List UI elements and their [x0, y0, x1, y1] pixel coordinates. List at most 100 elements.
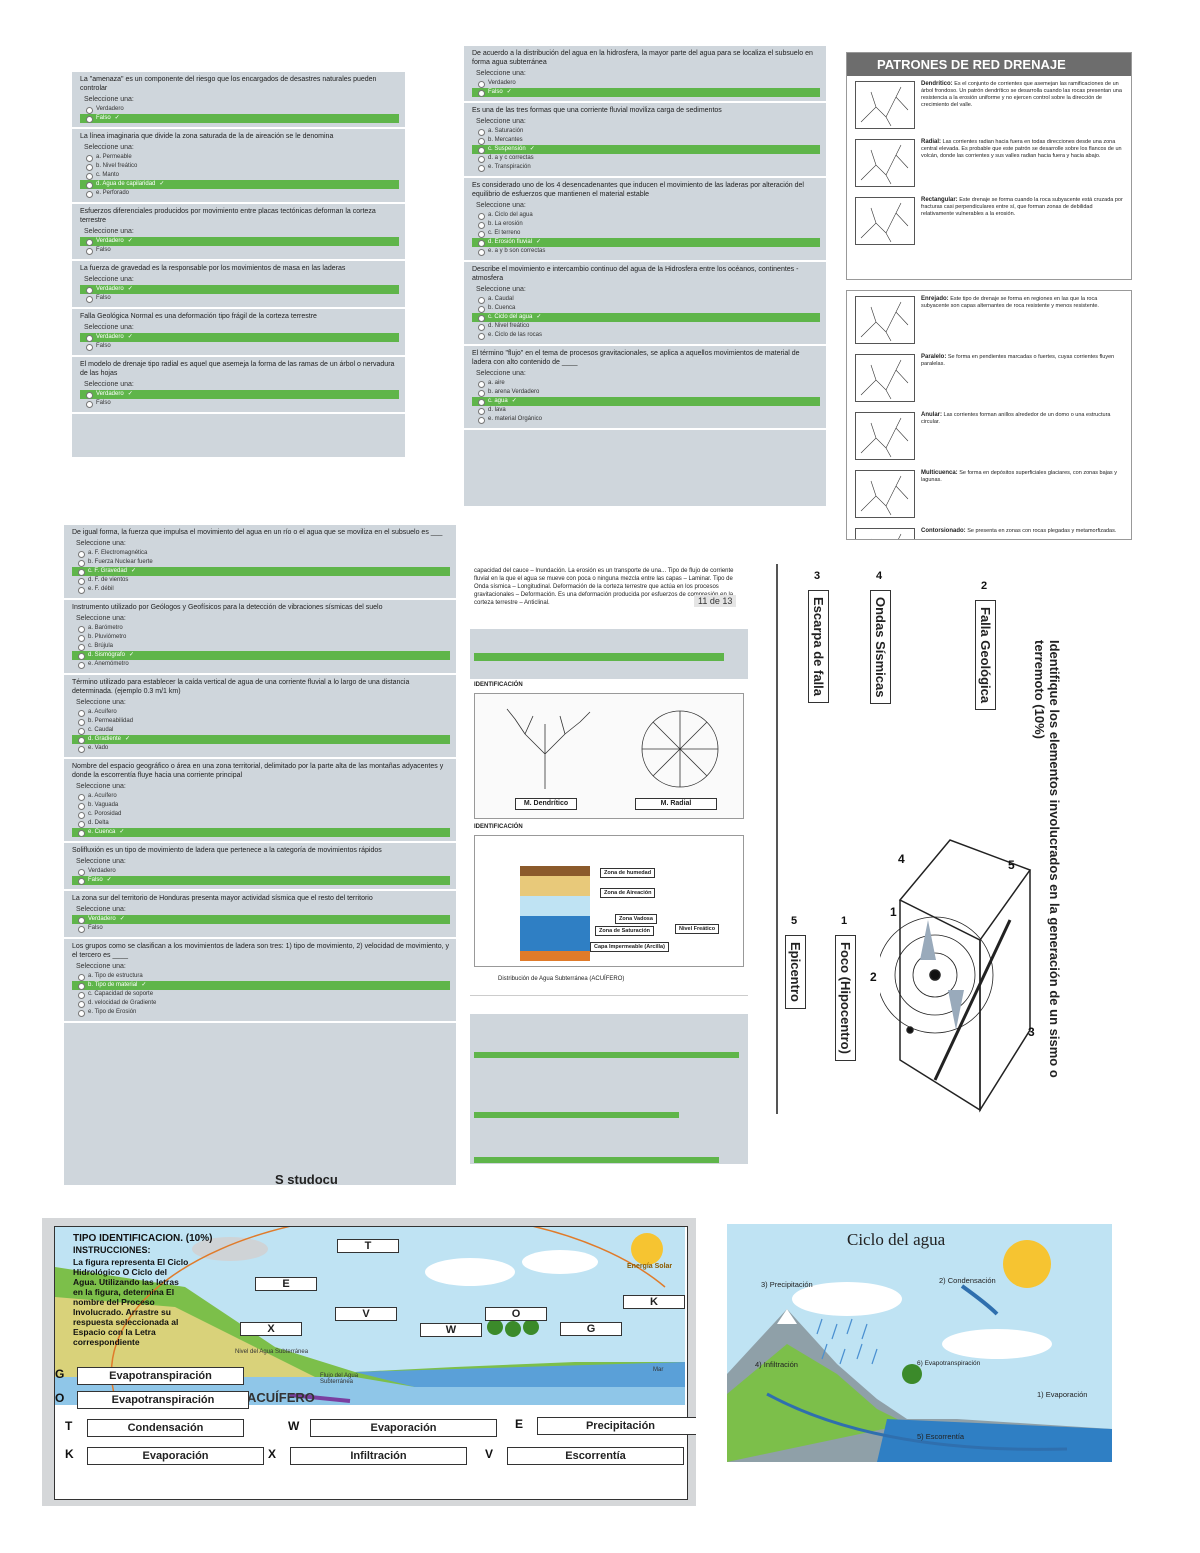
figure-letter-slot[interactable]: V	[335, 1307, 397, 1321]
answer-option[interactable]: c. Capacidad de soporte	[72, 990, 450, 999]
select-one-label: Seleccione una:	[476, 70, 526, 77]
answer-option[interactable]: a. Ciclo del agua	[472, 211, 820, 220]
answer-option-correct[interactable]: Falso	[72, 876, 450, 885]
answer-option-box[interactable]: Evapotranspiración	[77, 1367, 244, 1385]
answer-option[interactable]: Verdadero	[472, 79, 820, 88]
answer-option-correct[interactable]: c. Ciclo del agua	[472, 313, 820, 322]
answer-option[interactable]: c. Manto	[80, 171, 399, 180]
answer-option[interactable]: a. F. Electromagnética	[72, 549, 450, 558]
answer-option[interactable]: c. Porosidad	[72, 810, 450, 819]
answer-option-box[interactable]: Evapotranspiración	[77, 1391, 249, 1409]
answer-option-box[interactable]: Escorrentía	[507, 1447, 684, 1465]
wc-flow: Flujo del Agua Subterránea	[320, 1373, 359, 1385]
answer-option-box[interactable]: Evaporación	[87, 1447, 264, 1465]
answer-letter: V	[485, 1447, 494, 1461]
answer-option[interactable]: d. Delta	[72, 819, 450, 828]
answer-option[interactable]: c. Brújula	[72, 642, 450, 651]
answer-option[interactable]: Falso	[80, 342, 399, 351]
quiz-question: El término "flujo" en el tema de proceso…	[464, 346, 826, 430]
answer-option-correct[interactable]: Falso	[80, 114, 399, 123]
answer-option[interactable]: b. Cuenca	[472, 304, 820, 313]
answer-option[interactable]: b. Nivel freático	[80, 162, 399, 171]
question-text: Es una de las tres formas que una corrie…	[472, 107, 722, 114]
answer-option-correct[interactable]: c. agua	[472, 397, 820, 406]
answer-option[interactable]: a. Saturación	[472, 127, 820, 136]
answer-option-box[interactable]: Condensación	[87, 1419, 244, 1437]
answer-option[interactable]: d. a y c correctas	[472, 154, 820, 163]
answer-option[interactable]: Falso	[80, 246, 399, 255]
figure-letter-slot[interactable]: K	[623, 1295, 685, 1309]
answer-option[interactable]: Verdadero	[80, 105, 399, 114]
diagram-number: 4	[898, 852, 905, 866]
answer-option-box[interactable]: Evaporación	[310, 1419, 497, 1437]
question-text: Falla Geológica Normal es una deformació…	[80, 313, 317, 320]
answer-option-correct[interactable]: Verdadero	[72, 915, 450, 924]
answer-option[interactable]: d. lava	[472, 406, 820, 415]
answer-option-correct[interactable]: d. Sismógrafo	[72, 651, 450, 660]
aquifer-zone-label: Zona de Saturación	[595, 926, 655, 936]
answer-option[interactable]: e. material Orgánico	[472, 415, 820, 424]
answer-option[interactable]: b. Pluviómetro	[72, 633, 450, 642]
answer-option[interactable]: e. a y b son correctas	[472, 247, 820, 256]
figure-letter-slot[interactable]: T	[337, 1239, 399, 1253]
answer-option-correct[interactable]: c. Suspensión	[472, 145, 820, 154]
answer-option-correct[interactable]: e. Cuenca	[72, 828, 450, 837]
quiz-question: Es una de las tres formas que una corrie…	[464, 103, 826, 178]
answer-option-correct[interactable]: b. Tipo de material	[72, 981, 450, 990]
answer-option-correct[interactable]: Verdadero	[80, 237, 399, 246]
answer-option-correct[interactable]: d. Erosión fluvial	[472, 238, 820, 247]
answer-option[interactable]: a. Caudal	[472, 295, 820, 304]
answer-option[interactable]: e. Ciclo de las rocas	[472, 331, 820, 340]
answer-option-box[interactable]: Infiltración	[290, 1447, 467, 1465]
answer-option[interactable]: e. Tipo de Erosión	[72, 1008, 450, 1017]
answer-option-correct[interactable]: Verdadero	[80, 390, 399, 399]
answer-option[interactable]: e. Anemómetro	[72, 660, 450, 669]
answer-option[interactable]: a. Acuífero	[72, 708, 450, 717]
figure-letter-slot[interactable]: W	[420, 1323, 482, 1337]
answer-option[interactable]: a. aire	[472, 379, 820, 388]
answer-option[interactable]: e. Perforado	[80, 189, 399, 198]
answer-option[interactable]: a. Barómetro	[72, 624, 450, 633]
answer-option-correct[interactable]: Verdadero	[80, 333, 399, 342]
answer-option[interactable]: d. F. de vientos	[72, 576, 450, 585]
answer-option[interactable]: e. Vado	[72, 744, 450, 753]
answer-option[interactable]: e. Transpiración	[472, 163, 820, 172]
drainage-thumbnail	[855, 81, 915, 129]
answer-option[interactable]: a. Tipo de estructura	[72, 972, 450, 981]
answer-option[interactable]: Falso	[72, 924, 450, 933]
answer-option[interactable]: e. F. débil	[72, 585, 450, 594]
answer-option[interactable]: b. arena Verdadero	[472, 388, 820, 397]
answer-option[interactable]: c. Caudal	[72, 726, 450, 735]
drainage-text: Las corrientes forman anillos alrededor …	[921, 412, 1111, 425]
answer-option[interactable]: a. Acuífero	[72, 792, 450, 801]
figure-letter-slot[interactable]: E	[255, 1277, 317, 1291]
question-text: La línea imaginaria que divide la zona s…	[80, 133, 334, 140]
answer-option-box[interactable]: Precipitación	[537, 1417, 696, 1435]
answer-option-correct[interactable]: c. F. Gravedad	[72, 567, 450, 576]
answer-option[interactable]: b. Permeabilidad	[72, 717, 450, 726]
answer-option-correct[interactable]: d. Gradiente	[72, 735, 450, 744]
answer-option[interactable]: Falso	[80, 399, 399, 408]
answer-option[interactable]: a. Permeable	[80, 153, 399, 162]
answer-option-correct[interactable]: Verdadero	[80, 285, 399, 294]
answer-option[interactable]: b. Fuerza Nuclear fuerte	[72, 558, 450, 567]
answer-option[interactable]: d. velocidad de Gradiente	[72, 999, 450, 1008]
answer-option[interactable]: b. Mercantes	[472, 136, 820, 145]
answer-option-correct[interactable]: Falso	[472, 88, 820, 97]
answer-option[interactable]: b. La erosión	[472, 220, 820, 229]
drainage-thumbnail	[855, 296, 915, 344]
drainage-sketch-svg	[506, 708, 719, 789]
answer-option[interactable]: c. El terreno	[472, 229, 820, 238]
figure-letter-slot[interactable]: O	[485, 1307, 547, 1321]
answer-option[interactable]: d. Nivel freático	[472, 322, 820, 331]
answer-option[interactable]: b. Vaguada	[72, 801, 450, 810]
answer-option[interactable]: Verdadero	[72, 867, 450, 876]
answer-option-correct[interactable]: d. Agua de capilaridad	[80, 180, 399, 189]
figure-letter-slot[interactable]: X	[240, 1322, 302, 1336]
answer-letter: G	[55, 1367, 65, 1381]
studocu-icon: S	[275, 1172, 288, 1187]
answer-option[interactable]: Falso	[80, 294, 399, 303]
figure-letter-slot[interactable]: G	[560, 1322, 622, 1336]
drainage-text: Es el conjunto de corrientes que asemeja…	[921, 81, 1122, 108]
